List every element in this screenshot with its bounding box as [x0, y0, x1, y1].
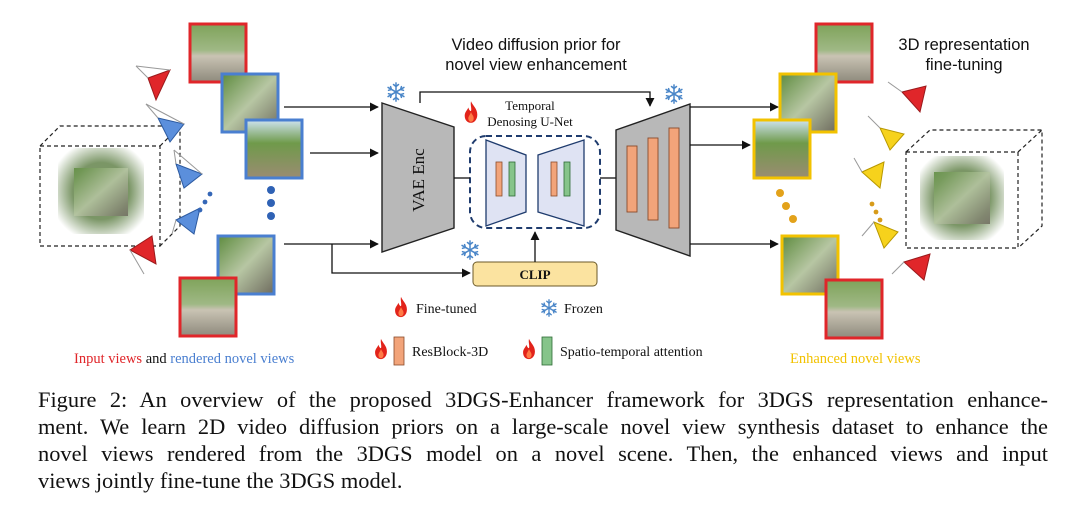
left-caption-rendered: rendered novel views	[170, 351, 294, 367]
output-arrows	[690, 102, 779, 249]
skip-arrow	[419, 91, 655, 107]
vae-decoder	[615, 103, 691, 257]
input-arrows	[284, 102, 471, 278]
enhanced-view-dots	[776, 189, 797, 223]
finetune-title-line1: 3D representation	[898, 36, 1029, 54]
left-scene-cube	[39, 125, 181, 247]
unet-block	[469, 135, 601, 229]
fire-icon	[375, 338, 387, 360]
snowflake-icon	[461, 240, 479, 260]
unet-label-line1: Temporal	[505, 98, 555, 113]
prior-title-line1: Video diffusion prior for	[451, 36, 621, 54]
left-camera-frustums	[129, 65, 204, 275]
caption-line: Figure 2: An overview of the proposed 3D…	[38, 387, 1048, 412]
caption-line: views jointly fine-tune the 3DGS model.	[38, 468, 403, 493]
right-caption: Enhanced novel views	[790, 351, 921, 367]
snowflake-icon	[541, 299, 557, 317]
enhanced-view-stack-bottom	[780, 234, 884, 340]
prior-title-line2: novel view enhancement	[445, 56, 627, 74]
vae-encoder: VAE Enc	[381, 102, 455, 253]
enhanced-view-stack-top	[752, 22, 874, 180]
resblock-swatch	[393, 336, 405, 366]
clip-label: CLIP	[519, 267, 550, 282]
legend-frozen: Frozen	[564, 302, 603, 317]
right-camera-frustums	[853, 81, 931, 281]
framework-diagram: Video diffusion prior for novel view enh…	[39, 22, 1043, 367]
attention-swatch	[541, 336, 553, 366]
left-small-dots	[197, 191, 213, 213]
right-scene-cube	[905, 129, 1043, 249]
figure-caption: Figure 2: An overview of the proposed 3D…	[38, 386, 1048, 494]
rendered-view-dots	[267, 186, 275, 220]
right-small-dots	[869, 201, 883, 223]
caption-line: ment. We learn 2D video diffusion priors…	[38, 414, 1048, 439]
input-view-stack-top	[188, 22, 304, 180]
fire-icon	[464, 101, 478, 123]
unet-label-line2: Denosing U-Net	[487, 114, 573, 129]
left-caption-input: Input views	[74, 351, 142, 367]
left-caption: Input views and rendered novel views	[74, 351, 295, 367]
snowflake-icon	[387, 82, 405, 102]
fire-icon	[523, 338, 535, 360]
input-view-stack-bottom	[178, 234, 276, 338]
caption-line: novel views rendered from the 3DGS model…	[38, 441, 1048, 466]
legend-finetuned: Fine-tuned	[416, 302, 477, 317]
snowflake-icon	[665, 84, 683, 104]
legend-resblock: ResBlock-3D	[412, 345, 488, 360]
encoder-label: VAE Enc	[409, 148, 428, 212]
clip-block: CLIP	[472, 261, 598, 287]
fire-icon	[395, 296, 407, 318]
legend: Fine-tuned Frozen ResBlock-3D Spatio-tem…	[375, 296, 703, 366]
left-caption-and: and	[142, 351, 170, 367]
legend-attention: Spatio-temporal attention	[560, 345, 703, 360]
finetune-title-line2: fine-tuning	[925, 56, 1002, 74]
